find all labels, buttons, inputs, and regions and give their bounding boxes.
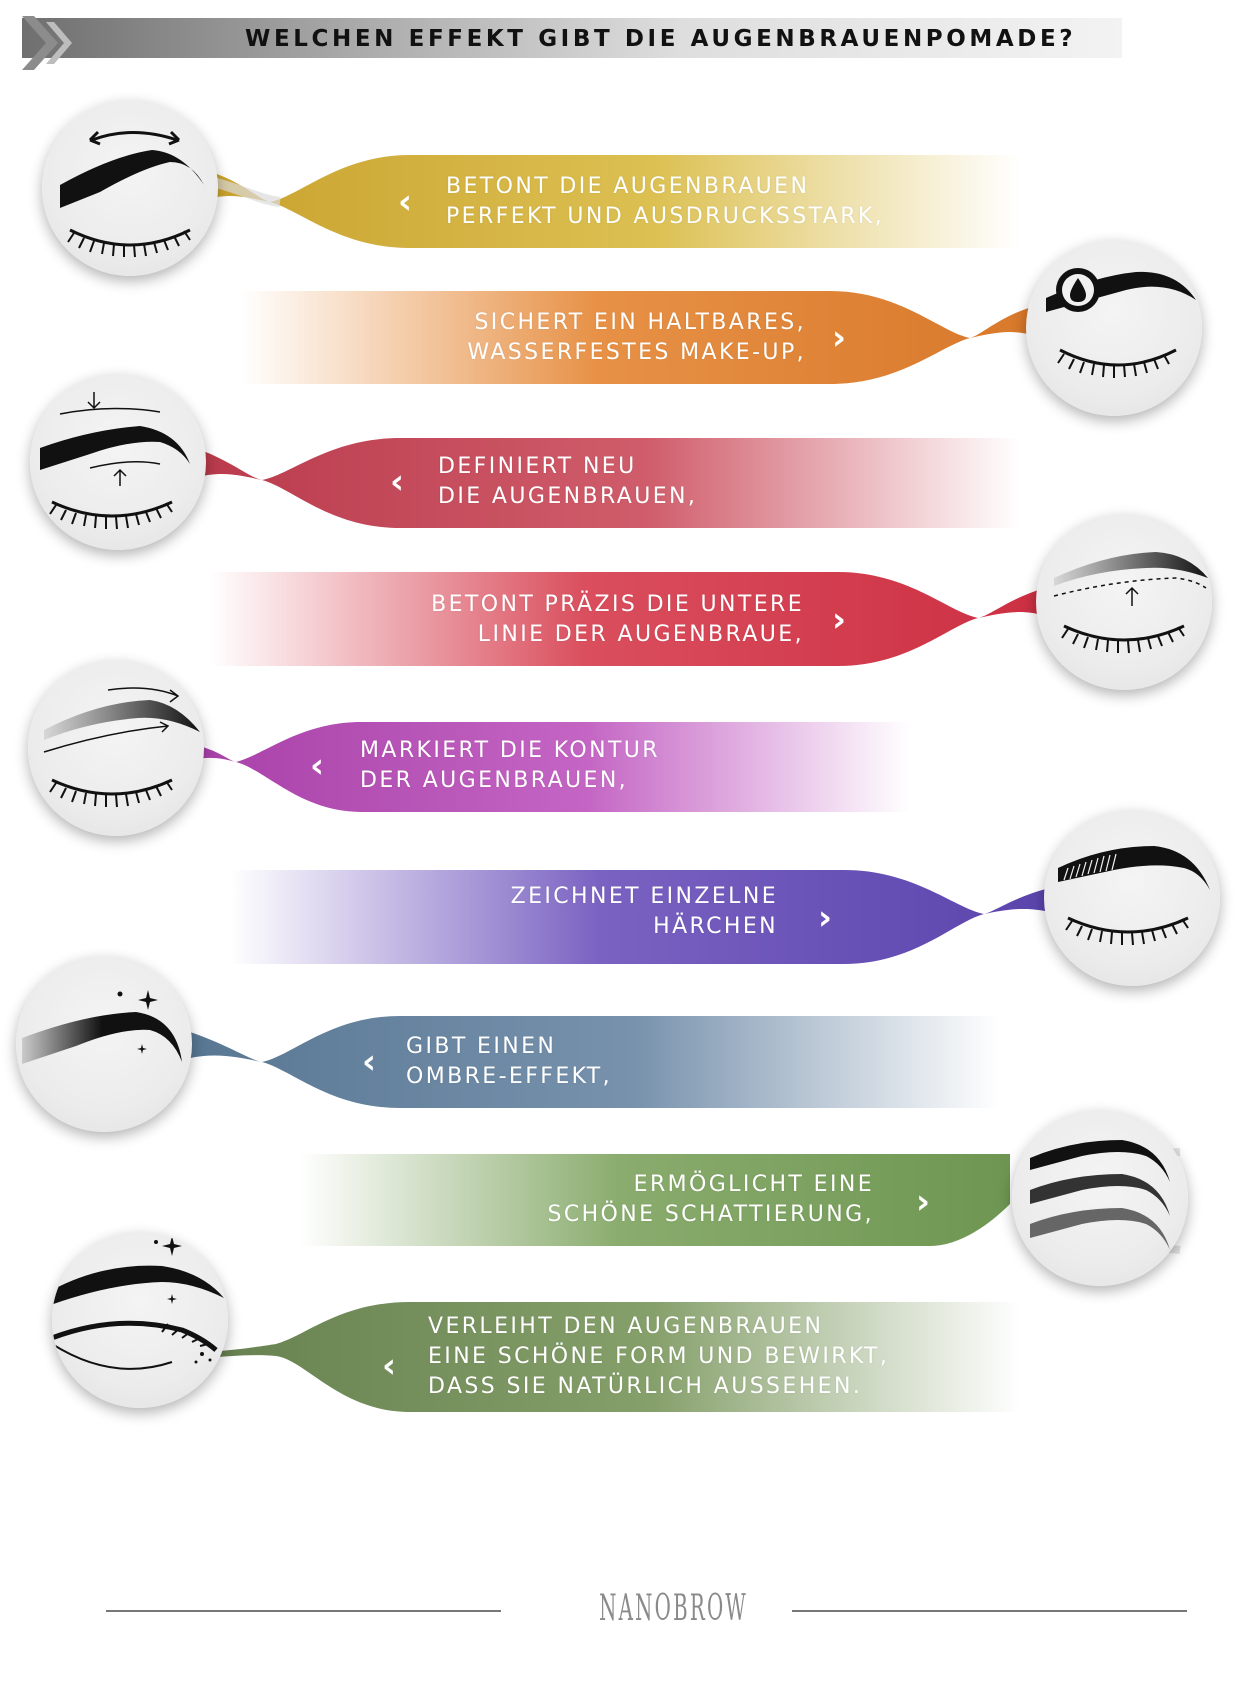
effect-icon-9	[52, 1232, 228, 1408]
ribbon-9	[205, 1302, 1020, 1412]
effect-text-line: DER AUGENBRAUEN,	[360, 768, 629, 793]
brow-hair-strokes-icon	[1058, 846, 1210, 946]
effect-text-line: LINIE DER AUGENBRAUE,	[477, 622, 804, 647]
chevron-left-icon: ‹	[390, 462, 405, 502]
ribbon-3	[195, 438, 1020, 528]
page-title: WELCHEN EFFEKT GIBT DIE AUGENBRAUENPOMAD…	[245, 26, 1077, 52]
effect-text-line: OMBRE-EFFEKT,	[406, 1064, 612, 1089]
waterproof-drop-brow-icon	[1046, 268, 1196, 378]
chevron-right-icon	[22, 16, 72, 70]
effect-text-line: ZEICHNET EINZELNE	[510, 884, 778, 909]
brow-contour-arrows-icon	[43, 687, 200, 808]
effect-text-line: DASS SIE NATÜRLICH AUSSEHEN.	[428, 1374, 863, 1399]
header-bar	[22, 18, 1122, 58]
ombre-brow-sparkle-icon	[22, 990, 182, 1064]
effect-row-9: ‹ VERLEIHT DEN AUGENBRAUEN EINE SCHÖNE F…	[0, 1232, 1260, 1446]
effect-text-line: BETONT DIE AUGENBRAUEN	[446, 174, 810, 199]
effect-icon-5	[28, 660, 204, 836]
effect-icon-2	[1026, 240, 1202, 416]
effect-icon-8	[1012, 1110, 1188, 1286]
effect-icon-7	[16, 956, 192, 1132]
effect-row-3: ‹ DEFINIERT NEU DIE AUGENBRAUEN,	[0, 374, 1260, 570]
brow-define-arrows-icon	[40, 392, 190, 530]
effect-text-line: SICHERT EIN HALTBARES,	[474, 310, 806, 335]
effect-row-2: › SICHERT EIN HALTBARES, WASSERFESTES MA…	[0, 236, 1260, 426]
effect-text-line: WASSERFESTES MAKE-UP,	[467, 340, 806, 365]
effect-text-line: SCHÖNE SCHATTIERUNG,	[547, 1202, 874, 1227]
chevron-left-icon: ‹	[362, 1042, 377, 1082]
arched-brow-arrow-icon	[60, 130, 204, 258]
effect-text-line: VERLEIHT DEN AUGENBRAUEN	[428, 1314, 824, 1339]
effect-icon-6	[1044, 810, 1220, 986]
chevron-right-icon: ›	[832, 318, 847, 358]
effect-icon-3	[30, 374, 206, 550]
shaded-brows-icon	[1030, 1140, 1170, 1250]
effect-text-line: GIBT EINEN	[406, 1034, 557, 1059]
chevron-left-icon: ‹	[398, 182, 413, 222]
chevron-right-icon: ›	[916, 1182, 931, 1222]
chevron-right-icon: ›	[832, 600, 847, 640]
ribbon-4	[210, 572, 1045, 666]
natural-eye-lashes-icon	[52, 1236, 224, 1370]
ribbon-6	[230, 870, 1050, 964]
effect-row-4: › BETONT PRÄZIS DIE UNTERE LINIE DER AUG…	[0, 514, 1260, 706]
effect-row-1: ‹ BETONT DIE AUGENBRAUEN PERFEKT UND AUS…	[0, 100, 1260, 290]
footer-divider-left	[106, 1610, 501, 1612]
effect-text-line: EINE SCHÖNE FORM UND BEWIRKT,	[428, 1344, 890, 1369]
ribbon-2	[240, 291, 1035, 384]
chevron-right-icon: ›	[818, 898, 833, 938]
effect-text-line: HÄRCHEN	[653, 914, 778, 939]
effect-text-line: BETONT PRÄZIS DIE UNTERE	[431, 592, 804, 617]
ribbon-5	[192, 722, 910, 812]
footer-divider-right	[792, 1610, 1187, 1612]
effect-row-8: › ERMÖGLICHT EINE SCHÖNE SCHATTIERUNG,	[0, 1100, 1260, 1290]
effect-row-7: ‹ GIBT EINEN OMBRE-EFFEKT,	[0, 956, 1260, 1152]
ribbon-7	[190, 1016, 1000, 1108]
effect-text-line: MARKIERT DIE KONTUR	[360, 738, 660, 763]
brand-logo: NANOBROW	[599, 1588, 748, 1629]
effect-text-line: DIE AUGENBRAUEN,	[438, 484, 698, 509]
chevron-left-icon: ‹	[310, 746, 325, 786]
effect-icon-4	[1036, 514, 1212, 690]
effect-text-line: DEFINIERT NEU	[438, 454, 637, 479]
effect-row-6: › ZEICHNET EINZELNE HÄRCHEN	[0, 810, 1260, 1006]
effect-text-line: ERMÖGLICHT EINE	[633, 1172, 874, 1197]
effect-row-5: ‹ MARKIERT DIE KONTUR DER AUGENBRAUEN,	[0, 660, 1260, 856]
brow-lower-line-icon	[1053, 552, 1208, 654]
effect-icon-1	[42, 100, 218, 276]
chevron-left-icon: ‹	[382, 1346, 397, 1386]
effect-text-line: PERFEKT UND AUSDRUCKSSTARK,	[446, 204, 885, 229]
